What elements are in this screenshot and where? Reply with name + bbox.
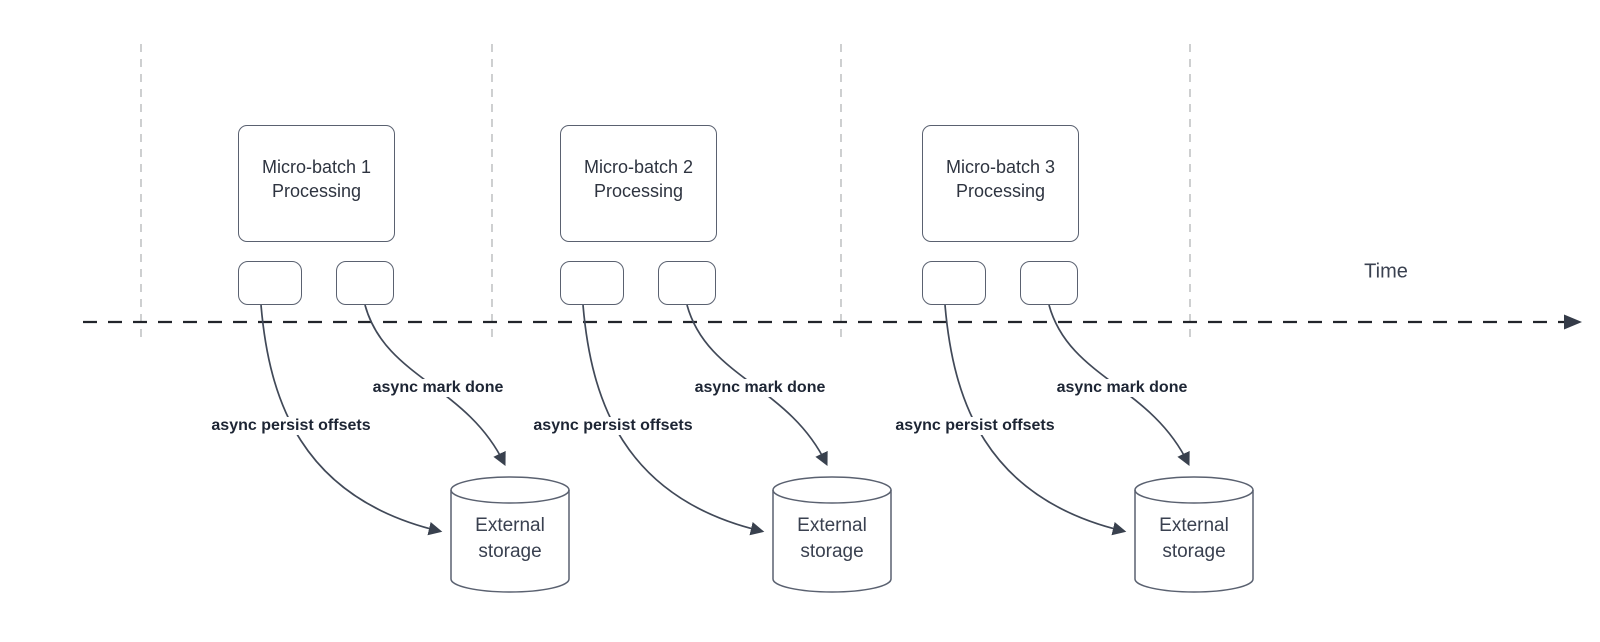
micro-batch-group-2: Micro-batch 2 Processing async persist o… [531,0,960,642]
external-storage-line1: External [797,515,867,536]
processing-box: Micro-batch 3 Processing [922,125,1079,242]
processing-box-title: Micro-batch 2 [583,156,694,177]
mark-done-label: async mark done [370,379,506,397]
time-axis-arrowhead-icon [1564,314,1582,330]
mark-done-task-box [658,261,716,305]
persist-offsets-arrow [582,304,765,536]
persist-offsets-label: async persist offsets [893,417,1057,435]
mark-done-label: async mark done [692,379,828,397]
processing-box-title: Micro-batch 3 [945,156,1056,177]
external-storage-line2: storage [478,541,542,563]
persist-offsets-label: async persist offsets [209,417,373,435]
persist-offsets-arrow [260,304,443,536]
persist-offsets-arrow [944,304,1127,536]
mark-done-task-box [1020,261,1078,305]
storage-cylinder [1134,476,1254,593]
time-axis-label: Time [1364,260,1408,283]
storage-cylinder-rim [1134,489,1254,504]
external-storage-line1: External [1159,515,1229,536]
external-storage-line2: storage [800,541,864,563]
storage-cylinder [772,476,892,593]
processing-box: Micro-batch 1 Processing [238,125,395,242]
processing-box-subtitle: Processing [271,180,362,201]
processing-box-subtitle: Processing [593,180,684,201]
external-storage-label: External storage [773,513,891,565]
storage-cylinder-rim [450,489,570,504]
storage-cylinder-rim [772,489,892,504]
persist-offsets-task-box [560,261,624,305]
processing-box-title: Micro-batch 1 [261,156,372,177]
micro-batch-group-3: Micro-batch 3 Processing async persist o… [893,0,1322,642]
persist-offsets-label: async persist offsets [531,417,695,435]
micro-batch-3-graphics [944,304,1254,593]
processing-box-subtitle: Processing [955,180,1046,201]
processing-box: Micro-batch 2 Processing [560,125,717,242]
external-storage-line1: External [475,515,545,536]
persist-offsets-task-box [238,261,302,305]
persist-offsets-task-box [922,261,986,305]
mark-done-task-box [336,261,394,305]
micro-batch-group-1: Micro-batch 1 Processing async persist o… [209,0,638,642]
external-storage-label: External storage [1135,513,1253,565]
mark-done-label: async mark done [1054,379,1190,397]
external-storage-line2: storage [1162,541,1226,563]
external-storage-label: External storage [451,513,569,565]
storage-cylinder [450,476,570,593]
